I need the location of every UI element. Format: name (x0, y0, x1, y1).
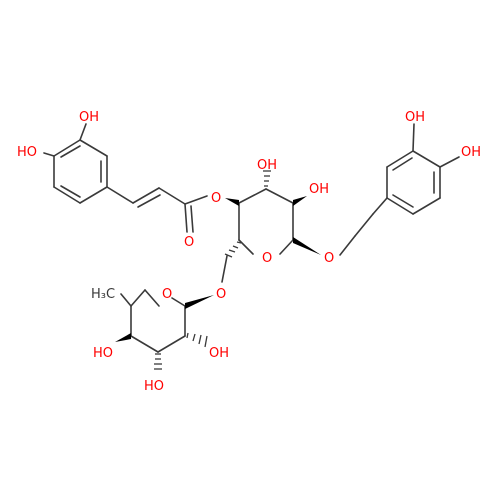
hash-rha-oh-right (186, 332, 208, 348)
atom-label-oh-glc-2: OH (309, 182, 329, 197)
atom-label-methyl-rha: H₃C (91, 287, 115, 302)
bond-ring-oh-left (43, 152, 55, 157)
catechol-ring (386, 150, 441, 215)
bond-catechol-oh-top (412, 123, 415, 152)
atom-label-oh-caffeoyl-left: HO (17, 145, 37, 160)
bond-rha-ch3 (120, 293, 132, 307)
atom-label-oh-caffeoyl-top: OH (79, 110, 99, 125)
atom-label-oh-catechol-right: OH (461, 145, 481, 160)
glucose-ring (238, 188, 294, 255)
wedge-rha-oh-left (115, 333, 131, 342)
hash-oh-3 (263, 170, 271, 187)
atom-label-glycosidic-o-right: O (324, 251, 334, 266)
atom-label-carbonyl-o: O (184, 235, 194, 250)
atom-label-ring-o-glc: O (262, 251, 272, 266)
atom-label-oh-rha-left: HO (93, 346, 113, 361)
atom-label-oh-rha-bottom: HO (144, 379, 164, 394)
atom-label-ester-o: O (211, 191, 221, 206)
atom-label-glycosidic-o-rha: O (216, 287, 226, 302)
rhamnose-ring (130, 289, 186, 353)
bond-ring-oh-top (79, 123, 87, 141)
ethyl-linker (339, 197, 388, 256)
bond-ch2-o (221, 255, 228, 283)
hash-rha-oh-bottom (154, 353, 162, 370)
caffeoyl-ring (53, 139, 108, 204)
wedge-glycosidic-right (293, 237, 321, 255)
hash-ch2 (224, 241, 242, 258)
wedge-rha-glycosidic (185, 295, 214, 309)
vinyl-linker (106, 186, 208, 233)
bond-catechol-oh-right (439, 156, 460, 168)
atom-label-oh-rha-right: OH (209, 346, 229, 361)
atom-label-ring-o-rha: O (162, 287, 172, 302)
wedge-ester (225, 198, 239, 206)
atom-label-oh-glc-3: OH (257, 158, 277, 173)
wedge-oh-2 (293, 196, 307, 206)
atom-label-oh-catechol-top: OH (405, 110, 425, 125)
